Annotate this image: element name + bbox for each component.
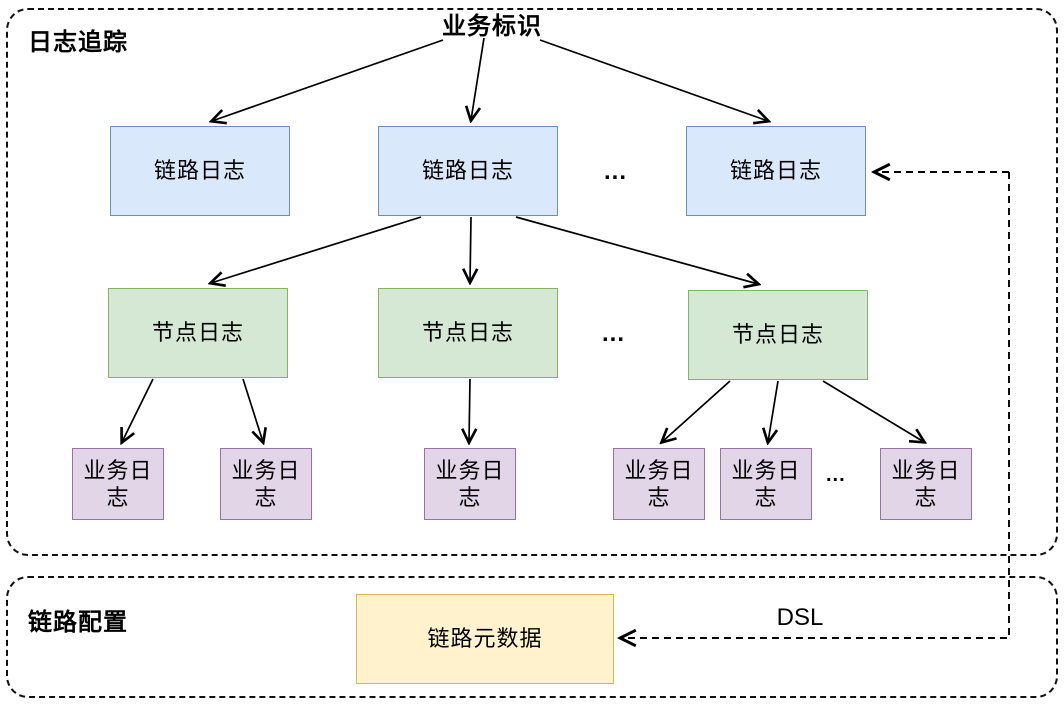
link-log-box-2: 链路日志 bbox=[378, 126, 558, 216]
business-log-box-4: 业务日志 bbox=[613, 448, 705, 520]
link-metadata-box: 链路元数据 bbox=[356, 594, 614, 684]
config-section-label: 链路配置 bbox=[28, 609, 128, 636]
link-log-box-3: 链路日志 bbox=[686, 126, 866, 216]
business-log-box-1: 业务日志 bbox=[72, 448, 164, 520]
config-section-container bbox=[6, 576, 1058, 698]
node-log-box-2: 节点日志 bbox=[378, 288, 558, 378]
business-log-box-6: 业务日志 bbox=[880, 448, 972, 520]
business-log-box-5: 业务日志 bbox=[720, 448, 812, 520]
tracing-section-label: 日志追踪 bbox=[28, 29, 128, 56]
business-log-box-3: 业务日志 bbox=[424, 448, 516, 520]
dsl-label: DSL bbox=[776, 604, 824, 631]
business-log-ellipsis: ... bbox=[826, 464, 846, 486]
tracing-section-container bbox=[6, 8, 1058, 556]
node-log-box-3: 节点日志 bbox=[688, 290, 868, 380]
node-log-ellipsis: ... bbox=[602, 320, 626, 347]
root-node-label: 业务标识 bbox=[442, 13, 542, 40]
link-log-ellipsis: ... bbox=[604, 158, 628, 185]
node-log-box-1: 节点日志 bbox=[108, 288, 288, 378]
link-log-box-1: 链路日志 bbox=[110, 126, 290, 216]
business-log-box-2: 业务日志 bbox=[220, 448, 312, 520]
